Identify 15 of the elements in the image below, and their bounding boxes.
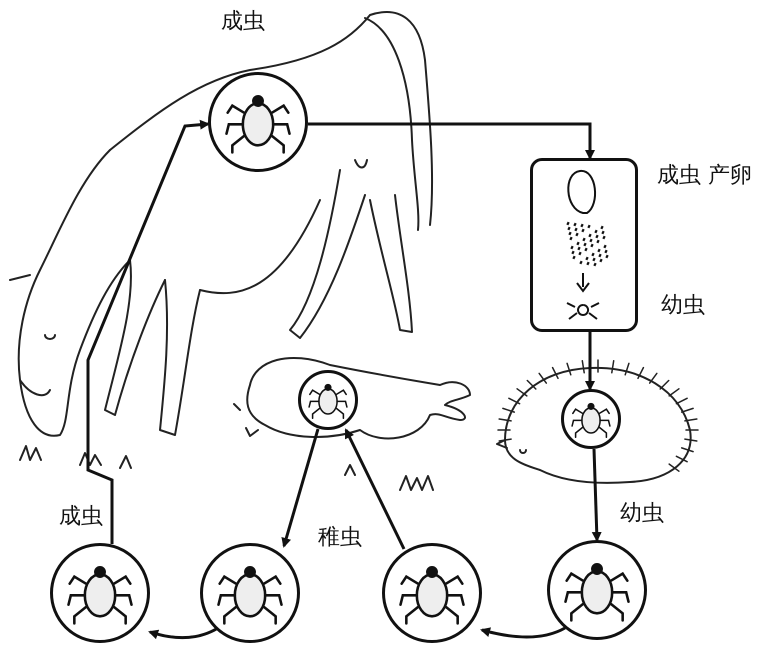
stage-label: 成虫 产卵 xyxy=(657,163,752,189)
stage-label: 成虫 xyxy=(59,504,103,530)
arrow xyxy=(86,120,210,544)
arrow xyxy=(148,626,219,640)
arrow xyxy=(480,626,566,638)
stage-label: 幼虫 xyxy=(661,293,705,319)
stage-label: 成虫 xyxy=(221,9,265,35)
stage-label: 稚虫 xyxy=(318,525,362,551)
arrow xyxy=(585,332,595,391)
arrow xyxy=(592,448,602,542)
stage-label: 幼虫 xyxy=(620,501,664,527)
circle xyxy=(298,370,358,430)
arrow xyxy=(344,428,406,550)
arrow xyxy=(308,122,595,160)
arrow xyxy=(281,428,320,548)
